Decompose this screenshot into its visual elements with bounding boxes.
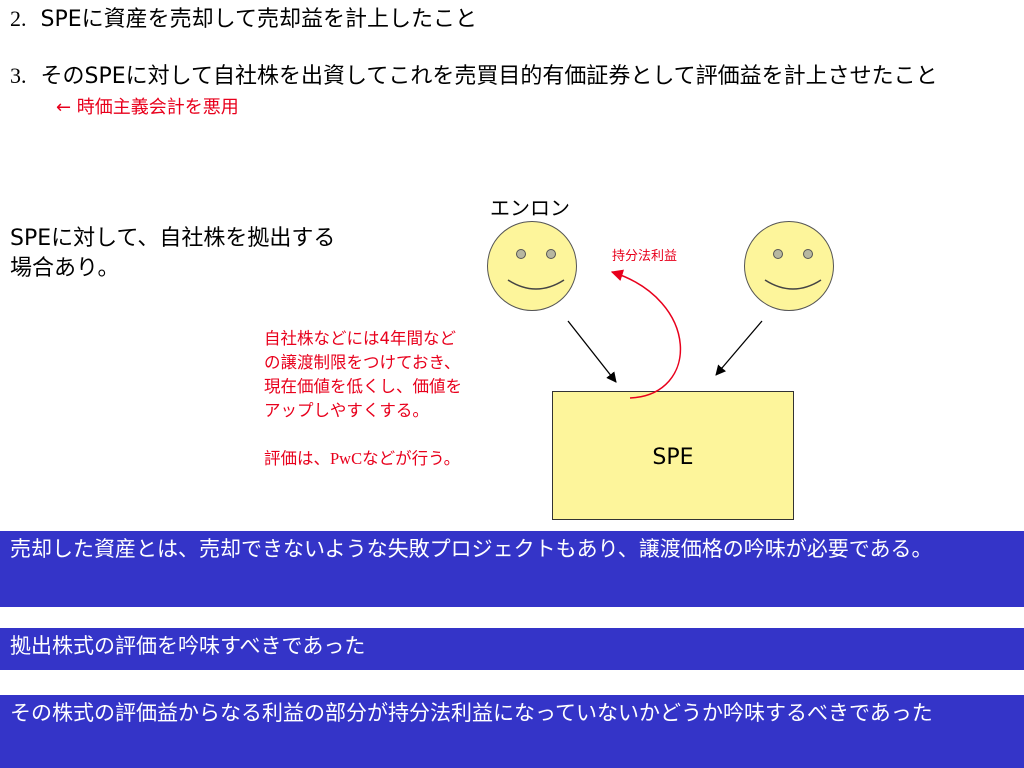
item-3: 3. そのSPEに対して自社株を出資してこれを売買目的有価証券として評価益を計上さ…	[10, 61, 970, 123]
evaluation-suffix: などが行う。	[362, 449, 461, 468]
restriction-note: 自社株などには4年間など の譲渡制限をつけておき、 現在価値を低くし、価値を ア…	[264, 327, 462, 471]
smiley-icon	[744, 221, 834, 311]
arrow-enron-to-spe	[567, 320, 617, 383]
pwc-label: PwC	[330, 449, 363, 468]
enron-smiley-icon	[487, 221, 577, 311]
item-2-number: 2.	[10, 6, 27, 31]
arrow-spe-to-enron	[610, 269, 682, 399]
evaluation-prefix: 評価は、	[264, 449, 330, 468]
arrow-other-to-spe	[715, 320, 763, 376]
restriction-note-line-1: 自社株などには4年間など	[264, 329, 456, 348]
item-2: 2. SPEに資産を売却して売却益を計上したこと	[10, 4, 477, 35]
left-note: SPEに対して、自社株を拠出する 場合あり。	[10, 224, 335, 284]
restriction-note-line-3: 現在価値を低くし、価値を	[264, 377, 462, 396]
spe-box	[552, 391, 794, 520]
spe-label: SPE	[652, 445, 694, 470]
item-3-text: そのSPEに対して自社株を出資してこれを売買目的有価証券として評価益を計上させた…	[40, 64, 938, 89]
left-note-line-1: SPEに対して、自社株を拠出する	[10, 226, 336, 251]
equity-method-profit-label: 持分法利益	[612, 249, 678, 264]
restriction-note-line-4: アップしやすくする。	[264, 401, 429, 420]
evaluation-note: 評価は、PwCなどが行う。	[264, 447, 462, 471]
conclusion-band-1: 売却した資産とは、売却できないような失敗プロジェクトもあり、譲渡価格の吟味が必要…	[0, 531, 1024, 607]
left-note-line-2: 場合あり。	[10, 256, 120, 281]
conclusion-band-3: その株式の評価益からなる利益の部分が持分法利益になっていないかどうか吟味するべき…	[0, 695, 1024, 768]
enron-label: エンロン	[490, 196, 570, 220]
item-2-text: SPEに資産を売却して売却益を計上したこと	[40, 7, 477, 32]
item-3-note: ← 時価主義会計を悪用	[56, 97, 239, 118]
item-3-number: 3.	[10, 63, 27, 88]
restriction-note-line-2: の譲渡制限をつけておき、	[264, 353, 461, 372]
conclusion-band-2: 拠出株式の評価を吟味すべきであった	[0, 628, 1024, 670]
